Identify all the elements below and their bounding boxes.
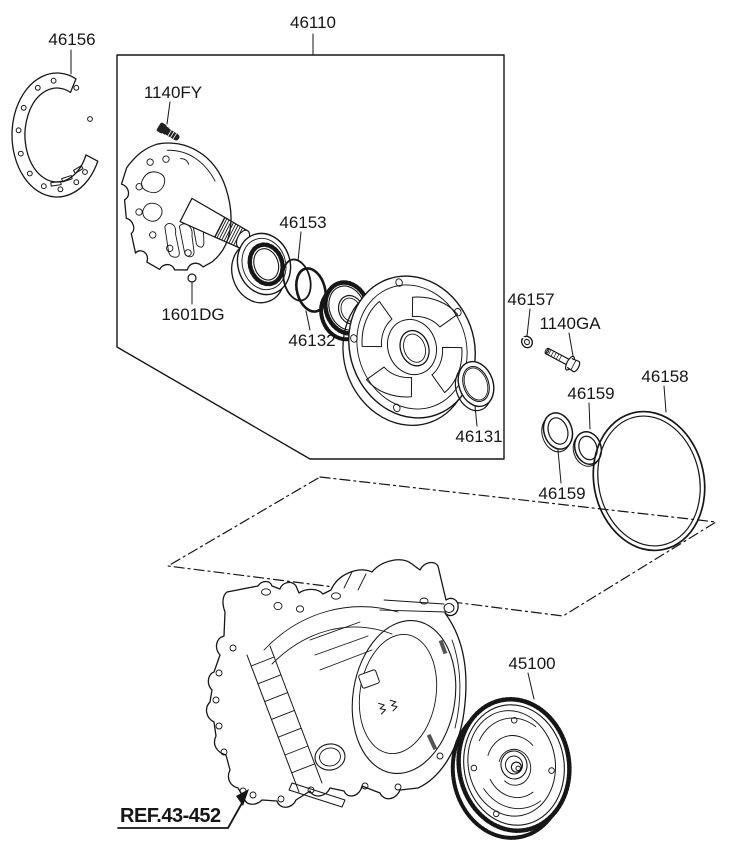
oring-46158-drawing	[592, 410, 706, 552]
part-label-45100: 45100	[508, 654, 556, 673]
washer-46157-drawing	[520, 335, 534, 349]
part-label-46131: 46131	[455, 427, 503, 446]
part-label-46132: 46132	[288, 331, 336, 350]
ref-arrow	[117, 789, 249, 829]
gasket-46156-drawing	[11, 72, 99, 198]
oil-seal-46131-drawing	[454, 360, 495, 412]
oring-46159-left-drawing	[541, 412, 574, 453]
leader-lines	[70, 33, 667, 700]
spline-hub-drawing	[231, 232, 292, 304]
seal-ring-46153-drawing	[282, 258, 312, 302]
bolt-1140ga-drawing	[544, 347, 581, 373]
pump-cover-drawing	[342, 275, 476, 426]
part-label-46159-upper: 46159	[567, 384, 615, 403]
bolt-1140fy-drawing	[156, 122, 180, 141]
ref-label-43-452: REF.43-452	[120, 805, 221, 827]
part-label-46153: 46153	[279, 213, 327, 232]
oil-pump-housing-drawing	[120, 142, 232, 271]
part-label-46110: 46110	[289, 13, 337, 32]
torque-converter-45100-drawing	[450, 697, 572, 840]
part-label-1601dg: 1601DG	[161, 305, 225, 324]
oring-46159-right-drawing	[572, 431, 603, 467]
part-label-1140ga: 1140GA	[539, 314, 601, 333]
transaxle-case-drawing	[205, 559, 467, 808]
part-label-1140fy: 1140FY	[143, 83, 203, 102]
pump-shaft-drawing	[179, 197, 251, 249]
gasket-plane-dashed-outline	[167, 476, 717, 617]
part-label-46159-lower: 46159	[538, 484, 586, 503]
snap-ring-46132-drawing	[295, 267, 327, 313]
assembly-box-46110-outline	[116, 54, 505, 460]
part-label-46157: 46157	[507, 290, 555, 309]
part-label-46158: 46158	[641, 367, 689, 386]
part-label-46156: 46156	[48, 30, 96, 49]
